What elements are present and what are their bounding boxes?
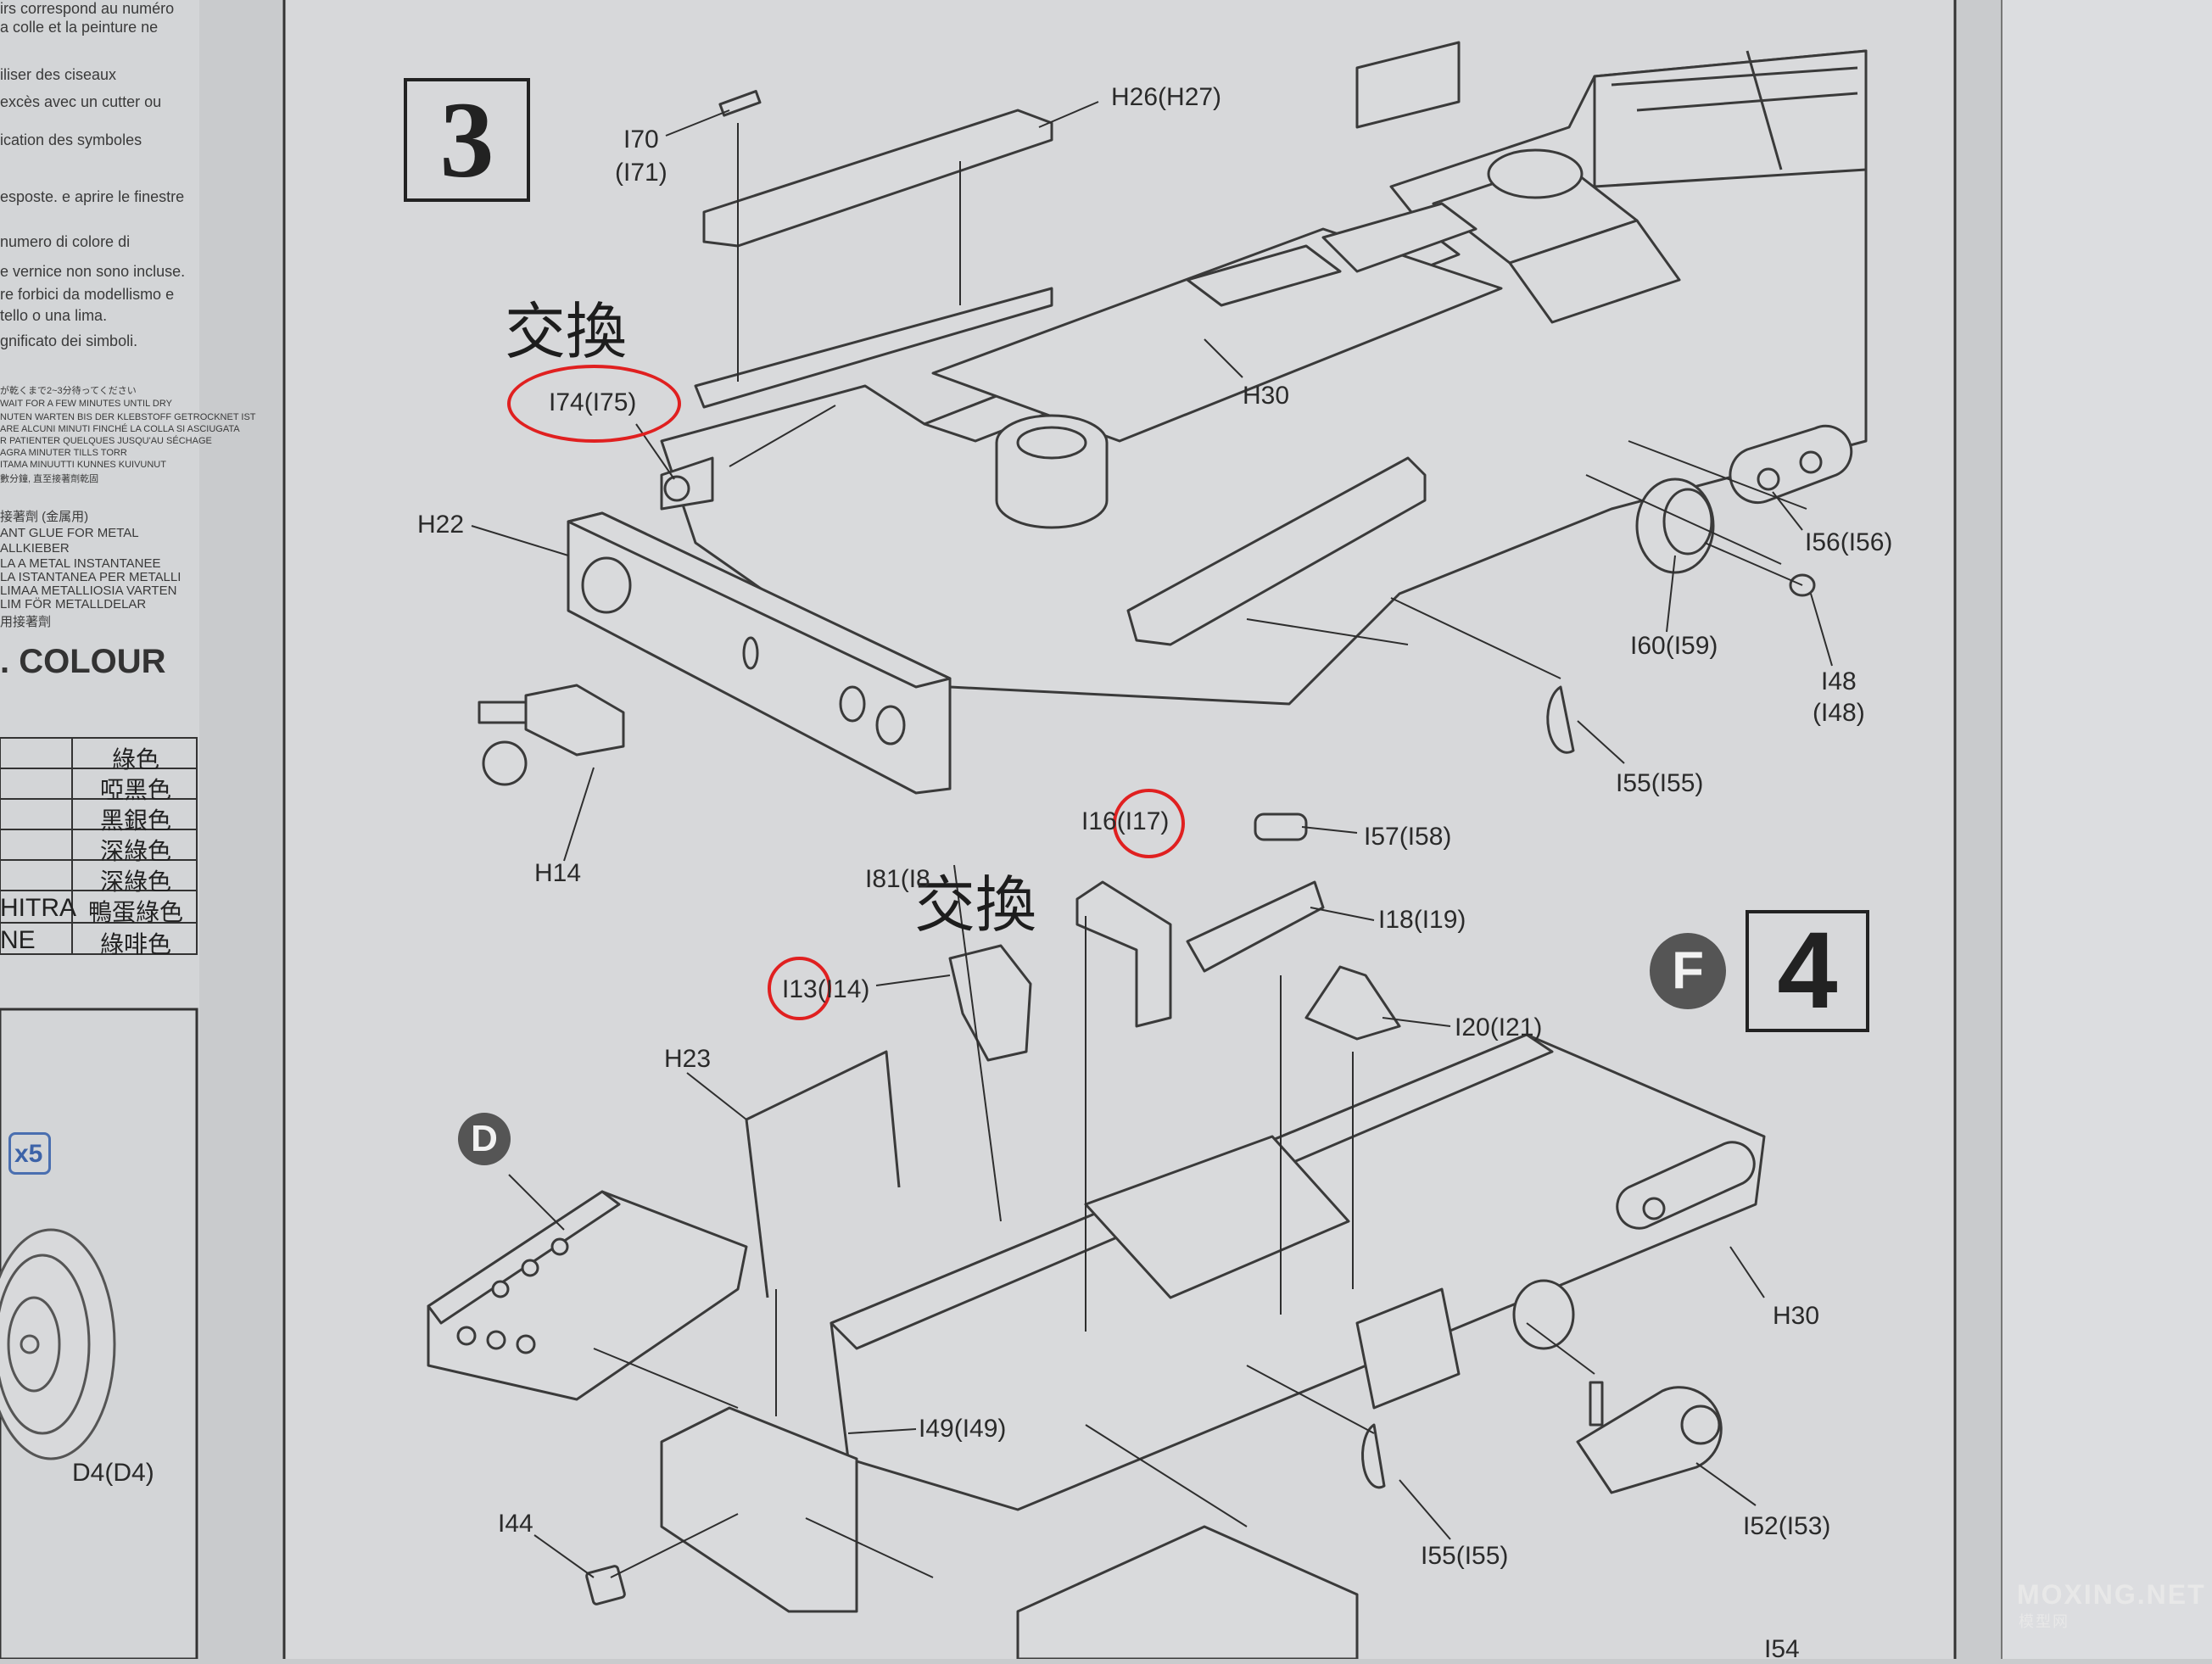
step-letter-f: F (1650, 933, 1726, 1009)
label-h26: H26(H27) (1111, 83, 1222, 111)
swap-note-1: 交換 (505, 296, 628, 367)
colour-table-chinese: 啞黑色 (99, 776, 171, 804)
left-text-line: ARE ALCUNI MINUTI FINCHÉ LA COLLA SI ASC… (0, 424, 240, 434)
label-h30-bottom: H30 (1773, 1302, 1820, 1330)
label-i48-paren: (I48) (1813, 699, 1865, 727)
left-text-line: 數分鐘, 直至接著劑乾固 (0, 474, 99, 484)
label-i55-bottom: I55(I55) (1421, 1542, 1509, 1570)
label-i52: I52(I53) (1743, 1512, 1831, 1540)
left-text-line: LA ISTANTANEA PER METALLI (0, 570, 182, 584)
label-h22: H22 (417, 511, 465, 539)
lower-chassis-drawing (427, 880, 1766, 1659)
step-4-number: 4 (1777, 910, 1838, 1031)
label-i60: I60(I59) (1630, 632, 1718, 660)
left-text-line: iliser des ciseaux (0, 66, 117, 83)
left-text-line: e vernice non sono incluse. (0, 263, 186, 280)
upper-chassis-drawing (478, 41, 1868, 1041)
left-text-line: ALLKIEBER (0, 541, 70, 556)
colour-table-chinese: 綠色 (111, 745, 159, 773)
colour-table-chinese: 深綠色 (99, 837, 171, 865)
left-text-line: NUTEN WARTEN BIS DER KLEBSTOFF GETROCKNE… (0, 412, 256, 422)
step-3-number: 3 (439, 80, 494, 200)
label-i13: I13(I14) (782, 975, 870, 1003)
left-text-line: irs correspond au numéro (0, 0, 175, 17)
step-letter-d: D (458, 1113, 511, 1165)
label-i18: I18(I19) (1378, 906, 1466, 934)
label-i48: I48 (1821, 667, 1857, 695)
red-circle-i74 (507, 365, 681, 443)
label-i49: I49(I49) (919, 1415, 1007, 1443)
label-i81: I81(I8 (865, 865, 930, 893)
left-text-line: LA A METAL INSTANTANEE (0, 556, 161, 571)
left-text-line: 接著劑 (金属用) (0, 510, 89, 524)
label-i55-top: I55(I55) (1616, 769, 1704, 797)
colour-table-name: NE (0, 926, 36, 954)
left-text-line: tello o una lima. (0, 307, 108, 324)
red-circle-i17 (1113, 789, 1185, 858)
wheel-drawing (0, 1228, 116, 1460)
left-text-line: 用接著劑 (0, 615, 52, 629)
label-i71: (I71) (615, 159, 668, 187)
left-text-line: esposte. e aprire le finestre (0, 188, 185, 205)
left-text-line: LIMAA METALLIOSIA VARTEN (0, 584, 177, 598)
left-text-line: ication des symboles (0, 131, 142, 148)
leader-lines (471, 101, 1833, 1578)
label-i20: I20(I21) (1455, 1013, 1543, 1041)
label-i56: I56(I56) (1805, 528, 1893, 556)
label-i44: I44 (498, 1510, 533, 1538)
colour-table-chinese: 黑銀色 (99, 807, 171, 835)
left-text-line: AGRA MINUTER TILLS TORR (0, 448, 127, 458)
colour-table-chinese: 鴨蛋綠色 (87, 898, 183, 926)
left-text-line: excès avec un cutter ou (0, 93, 162, 110)
left-text-line: が乾くまで2~3分待ってください (0, 386, 137, 396)
part-label-d4: D4(D4) (72, 1459, 154, 1487)
left-text-line: numero di colore di (0, 233, 131, 250)
left-text-line: LIM FÖR METALLDELAR (0, 597, 147, 611)
left-text-line: re forbici da modellismo e (0, 286, 175, 303)
colour-table-chinese: 深綠色 (99, 868, 171, 896)
left-text-line: ITAMA MINUUTTI KUNNES KUIVUNUT (0, 460, 166, 470)
left-text-line: gnificato dei simboli. (0, 332, 138, 349)
colour-heading: . COLOUR (0, 643, 166, 680)
label-h23: H23 (664, 1045, 712, 1073)
watermark-sub: 模型网 (2019, 1613, 2070, 1630)
x5-badge: x5 (8, 1132, 51, 1175)
colour-table-grid (0, 737, 198, 955)
swap-note-2: 交換 (914, 869, 1037, 941)
label-h14: H14 (534, 859, 582, 887)
label-i74: I74(I75) (549, 388, 637, 416)
watermark: MOXING.NET (2017, 1579, 2206, 1610)
red-circle-i13 (768, 957, 831, 1020)
label-h30-top: H30 (1243, 382, 1290, 410)
right-page (2002, 0, 2212, 1659)
label-i54: I54 (1764, 1635, 1800, 1663)
left-text-line: WAIT FOR A FEW MINUTES UNTIL DRY (0, 399, 172, 409)
colour-table-name: HITRA (0, 894, 76, 922)
label-i70: I70 (623, 126, 659, 154)
label-i57: I57(I58) (1364, 823, 1452, 851)
left-text-line: ANT GLUE FOR METAL (0, 526, 139, 540)
left-text-line: R PATIENTER QUELQUES JUSQU'AU SÉCHAGE (0, 436, 212, 446)
label-i16: I16(I17) (1081, 807, 1170, 835)
left-text-line: a colle et la peinture ne (0, 19, 159, 36)
colour-table-chinese: 綠啡色 (99, 930, 171, 958)
